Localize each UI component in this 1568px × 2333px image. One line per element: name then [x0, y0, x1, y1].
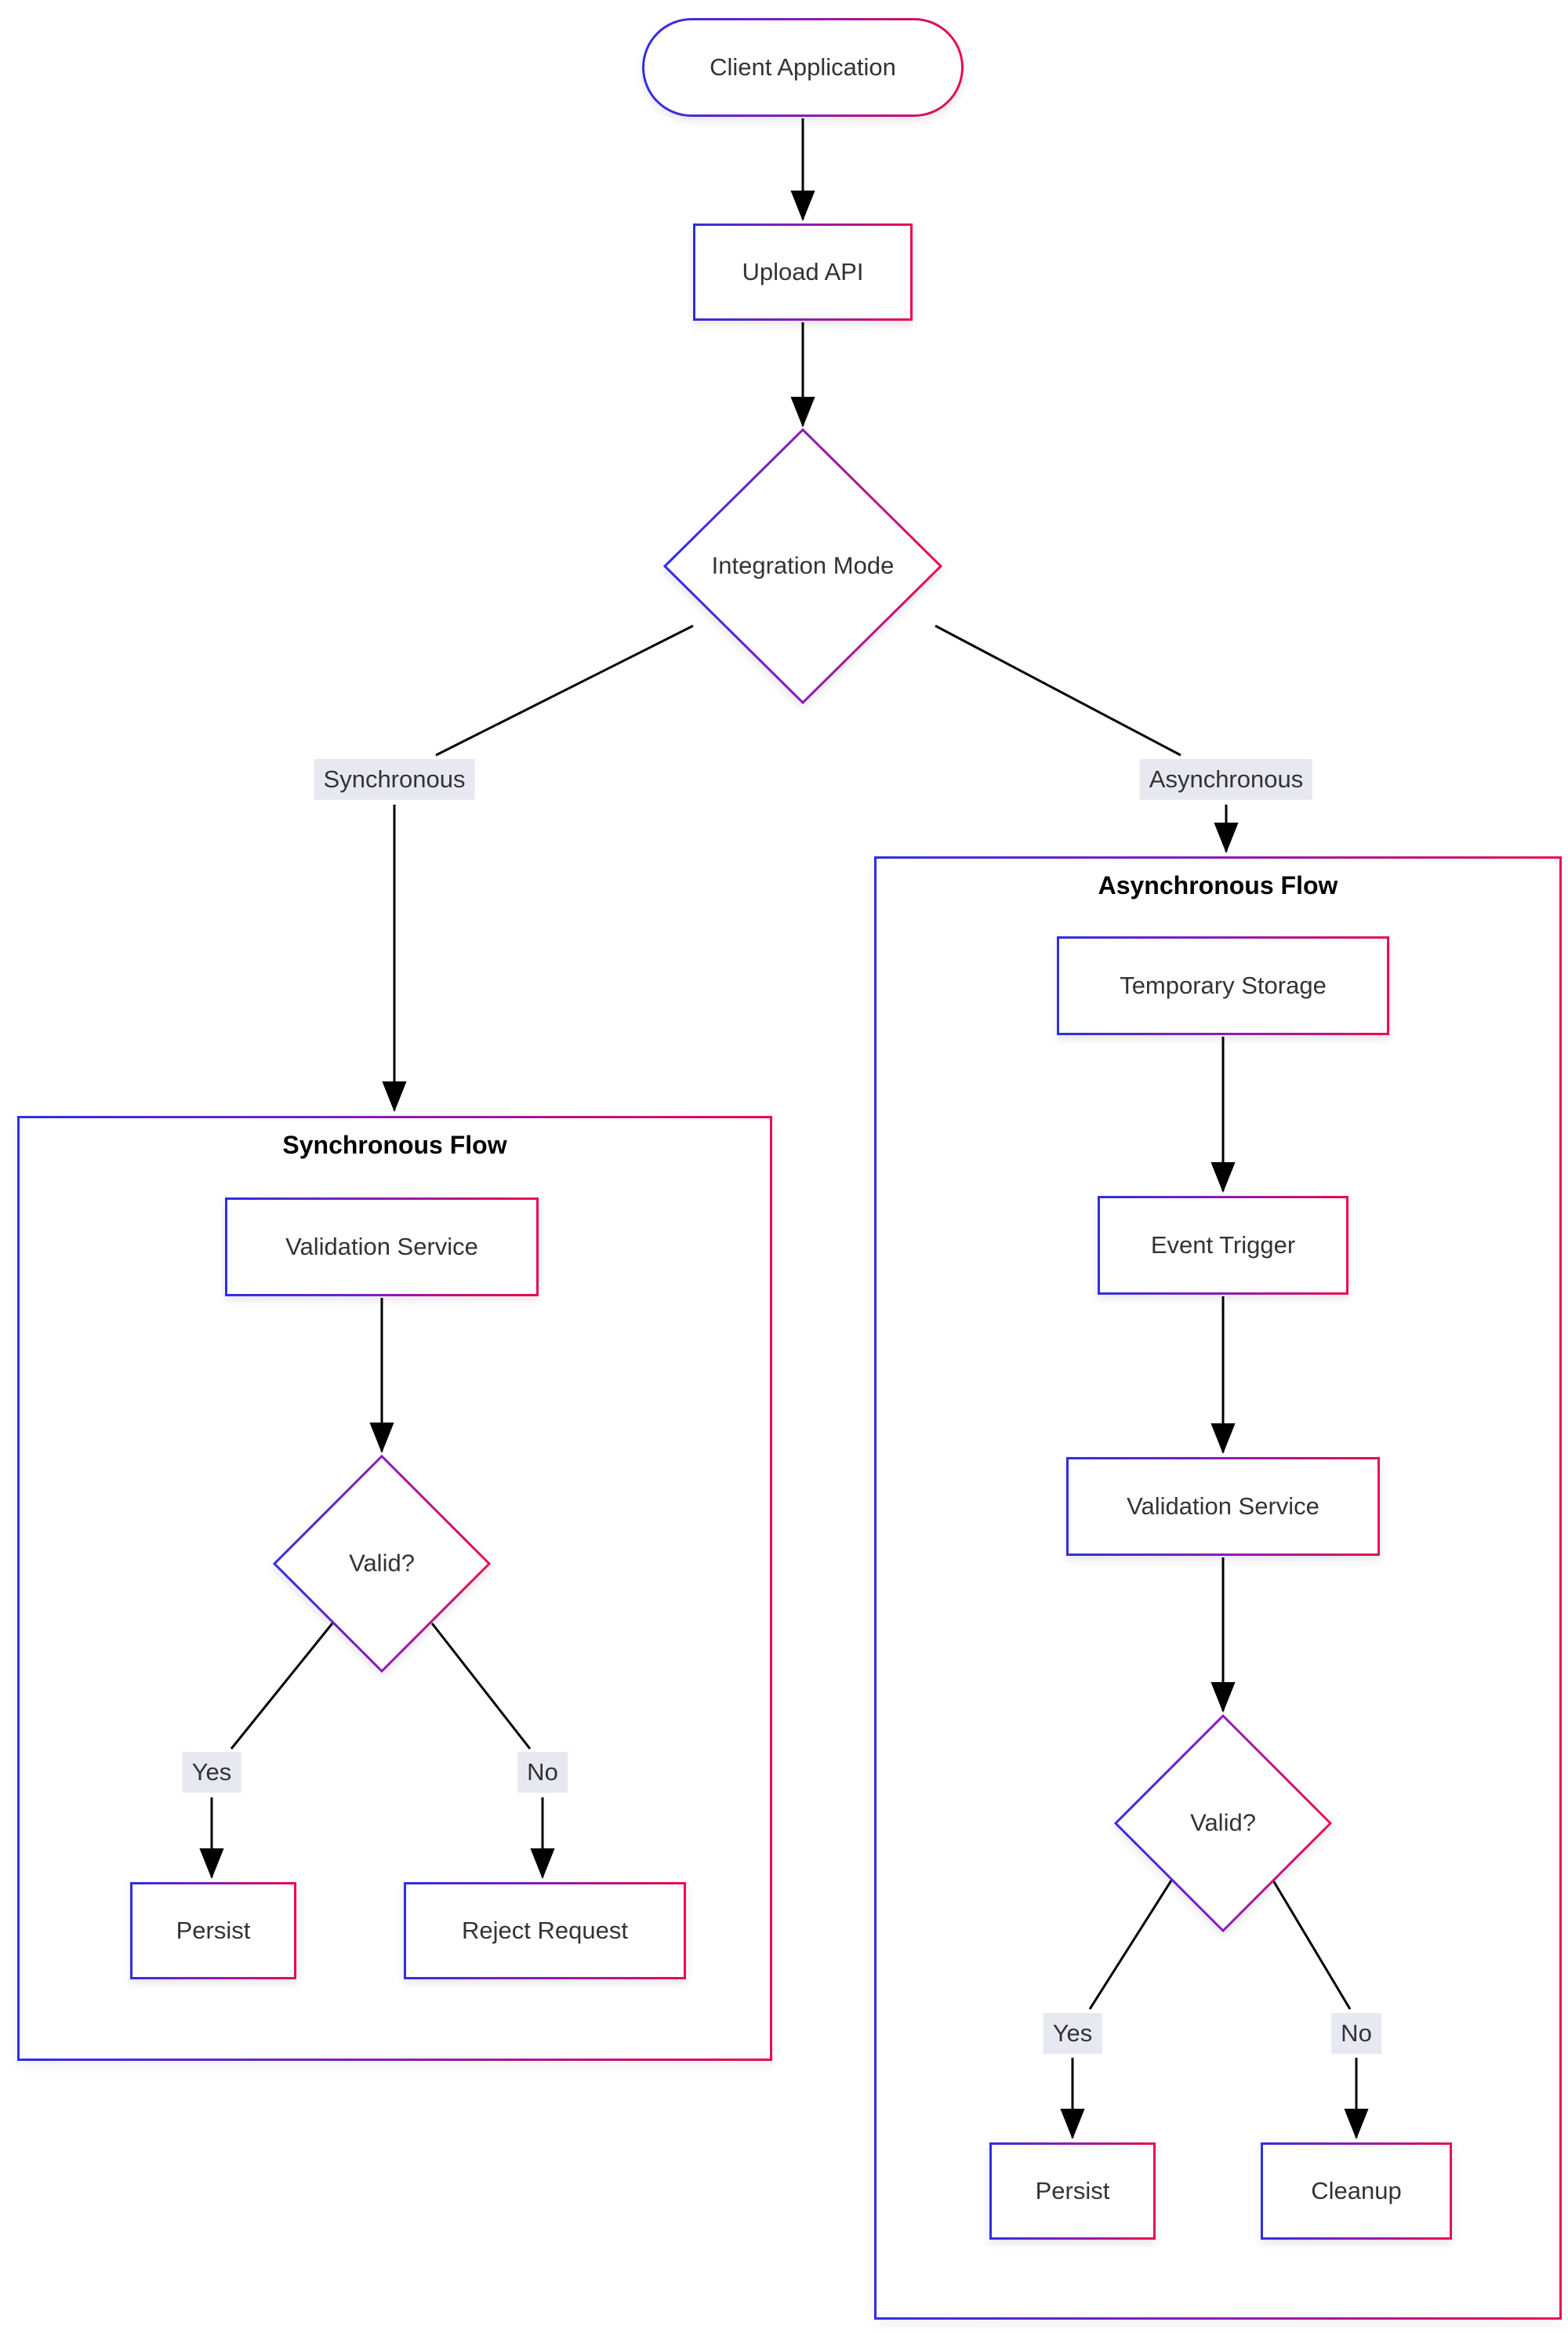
node-label: Client Application — [710, 53, 896, 81]
edge-valid-sync-to-no-label — [430, 1623, 532, 1750]
node-persist-sync: Persist — [130, 1882, 296, 1979]
edge-integration-to-synchronous-label — [435, 624, 694, 757]
edge-valid-async-to-yes-label — [1088, 1880, 1173, 2010]
edge-label-no-sync: No — [517, 1752, 568, 1793]
node-label: Temporary Storage — [1120, 972, 1327, 999]
decision-valid-async-label: Valid? — [1190, 1808, 1256, 1837]
node-event-trigger: Event Trigger — [1098, 1196, 1348, 1295]
edge-label-synchronous: Synchronous — [314, 759, 475, 800]
edge-integration-to-asynchronous-label — [935, 624, 1181, 757]
subgraph-asynchronous-flow: Asynchronous Flow — [874, 856, 1562, 2320]
node-persist-async: Persist — [989, 2142, 1156, 2240]
node-label: Cleanup — [1311, 2177, 1402, 2204]
node-client-application: Client Application — [642, 18, 964, 117]
node-label: Event Trigger — [1150, 1231, 1296, 1259]
subgraph-title-synchronous: Synchronous Flow — [282, 1131, 507, 1159]
subgraph-title-asynchronous: Asynchronous Flow — [1098, 871, 1338, 899]
edge-valid-async-to-no-label — [1272, 1880, 1352, 2010]
node-client-application-inner: Client Application — [644, 20, 961, 114]
node-cleanup: Cleanup — [1261, 2142, 1452, 2240]
node-label: Persist — [176, 1917, 251, 1944]
edge-label-no-async: No — [1331, 2013, 1381, 2054]
edge-label-asynchronous: Asynchronous — [1139, 759, 1313, 800]
node-reject-request: Reject Request — [404, 1882, 686, 1979]
decision-integration-mode-label: Integration Mode — [711, 551, 895, 580]
node-validation-service-sync: Validation Service — [225, 1197, 539, 1296]
node-label: Validation Service — [1127, 1492, 1319, 1520]
node-label: Reject Request — [462, 1917, 628, 1944]
decision-valid-sync-shape — [272, 1454, 492, 1673]
edge-label-yes-async: Yes — [1043, 2013, 1102, 2054]
decision-valid-sync-label: Valid? — [349, 1549, 415, 1577]
decision-valid-async-shape — [1113, 1713, 1333, 1933]
node-label: Validation Service — [285, 1233, 478, 1260]
node-temporary-storage: Temporary Storage — [1057, 936, 1389, 1035]
node-upload-api: Upload API — [693, 223, 913, 321]
node-validation-service-async: Validation Service — [1066, 1457, 1380, 1556]
node-label: Upload API — [742, 258, 864, 285]
node-label: Persist — [1035, 2177, 1110, 2204]
edge-label-yes-sync: Yes — [182, 1752, 241, 1793]
decision-integration-mode-shape — [662, 427, 943, 705]
edge-valid-sync-to-yes-label — [230, 1623, 334, 1750]
